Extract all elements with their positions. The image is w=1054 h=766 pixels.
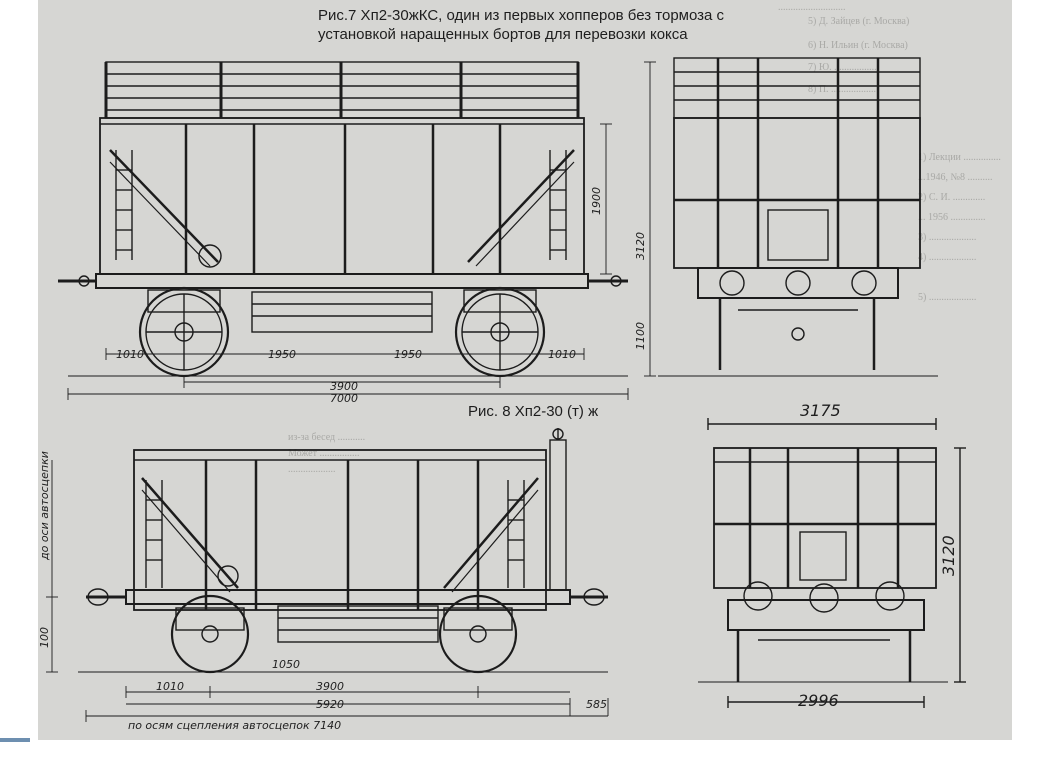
fig7-dim-half-base-left: 1950: [268, 348, 296, 361]
fig7-side-view: [58, 61, 628, 378]
svg-text:2) С. И. .............: 2) С. И. .............: [918, 192, 985, 203]
svg-text:5) Д. Зайцев (г. Москва): 5) Д. Зайцев (г. Москва): [808, 16, 909, 27]
svg-text:1) Лекции ...............: 1) Лекции ...............: [918, 152, 1001, 163]
fig8-caption: Рис. 8 Хп2-30 (т) ж: [468, 403, 598, 420]
fig8-dimensions: [46, 460, 609, 722]
svg-text:5) ...................: 5) ...................: [918, 292, 976, 303]
fig8-dim-end-height: 3120: [939, 535, 958, 576]
fig8-dim-coupling-length: по осям сцепления автосцепок 7140: [128, 719, 341, 732]
fig8-dim-vertical-label: до оси автосцепки: [38, 451, 51, 561]
svg-text:...................: ...................: [288, 464, 336, 475]
svg-text:4) ...................: 4) ...................: [918, 252, 976, 263]
engineering-drawing: Рис.7 Хп2-30жКС, один из первых хопперов…: [38, 7, 966, 732]
svg-text:...........................: ...........................: [778, 2, 846, 13]
fig7-end-view: [658, 57, 938, 377]
drawing-sheet: ........................... 5) Д. Зайцев…: [38, 0, 1012, 740]
fig8-dim-axle-height: 100: [38, 627, 51, 648]
svg-text:3) ...................: 3) ...................: [918, 232, 976, 243]
fig8-dim-end-width-bottom: 2996: [798, 691, 839, 710]
window-edge-strip: [0, 738, 30, 742]
fig8-end-view: [698, 418, 966, 708]
fig7-dim-wheelbase: 3900: [330, 380, 358, 393]
bleed-through-text: ........................... 5) Д. Зайцев…: [288, 2, 1001, 475]
fig7-dim-height-side: 1900: [590, 187, 603, 215]
svg-text:8) П. ..................: 8) П. ..................: [808, 84, 876, 95]
svg-text:6) Н. Ильин (г. Москва): 6) Н. Ильин (г. Москва): [808, 40, 908, 51]
fig8-dim-body-length: 5920: [316, 698, 344, 711]
fig8-dim-end-width-top: 3175: [800, 401, 841, 420]
svg-text:... 1956 ..............: ... 1956 ..............: [918, 212, 986, 223]
svg-text:7) Ю. ..................: 7) Ю. ..................: [808, 62, 879, 73]
fig7-dim-half-base-right: 1950: [394, 348, 422, 361]
fig8-dim-coupler-ext: 585: [586, 698, 607, 711]
svg-text:Может ................: Может ................: [288, 448, 359, 459]
fig8-side-view: [78, 428, 608, 674]
fig7-dim-height-axle: 1100: [634, 322, 647, 350]
fig7-caption-line2: установкой наращенных бортов для перевоз…: [318, 26, 688, 43]
fig7-dimensions: [67, 61, 656, 400]
svg-text:...1946, №8 ..........: ...1946, №8 ..........: [918, 172, 993, 183]
fig7-dim-length: 7000: [330, 392, 358, 405]
fig8-dim-wheel: 1050: [272, 658, 300, 671]
svg-text:из-за бесед ...........: из-за бесед ...........: [288, 432, 365, 443]
fig8-dim-overhang: 1010: [156, 680, 184, 693]
fig7-dim-height-total: 3120: [634, 232, 647, 260]
fig7-dim-overhang-left: 1010: [116, 348, 144, 361]
fig7-caption-line1: Рис.7 Хп2-30жКС, один из первых хопперов…: [318, 7, 725, 24]
fig8-dim-wheelbase: 3900: [316, 680, 344, 693]
fig7-dim-overhang-right: 1010: [548, 348, 576, 361]
